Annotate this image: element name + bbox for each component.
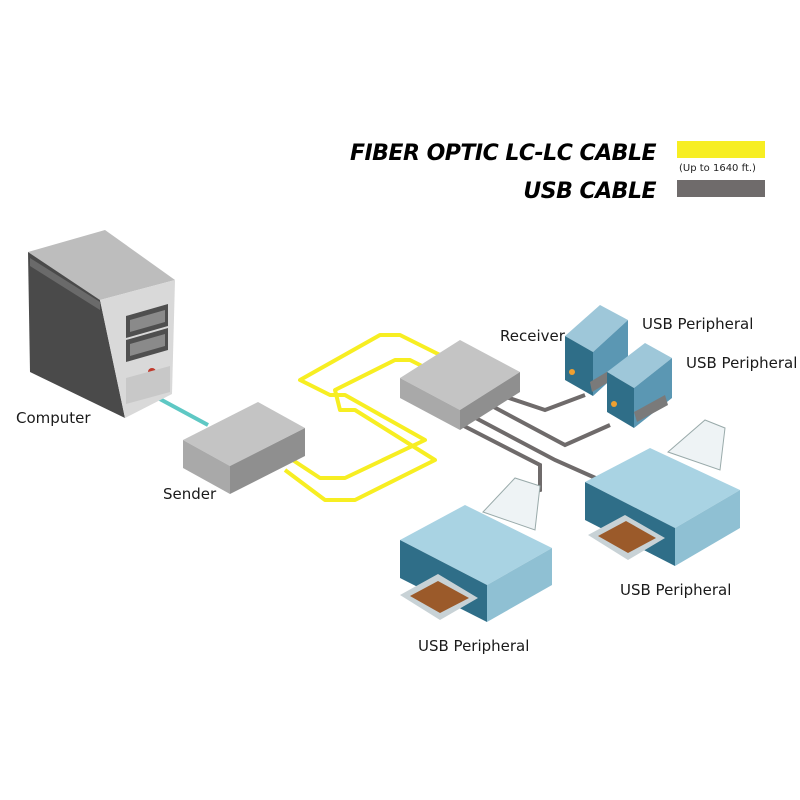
usb-cable-peripheral-2 [489,403,611,448]
computer-tower [28,230,175,418]
sender-label: Sender [163,485,217,503]
fiber-cable-b [283,358,441,502]
usb-peripheral-device-2 [607,343,672,428]
fiber-cables [283,333,441,502]
legend: FIBER OPTIC LC-LC CABLE (Up to 1640 ft.)… [350,141,765,204]
legend-fiber-swatch [677,141,765,158]
computer-label: Computer [16,409,91,427]
receiver-box [400,340,520,430]
usb-cable-peripheral-1 [499,393,586,413]
usb-cable-printer-right [469,413,601,482]
printer-left [400,477,552,622]
legend-fiber-note: (Up to 1640 ft.) [679,163,756,174]
usb-peripheral-label-4: USB Peripheral [418,637,529,655]
usb-peripheral-label-3: USB Peripheral [620,581,731,599]
legend-usb-label: USB CABLE [523,179,656,204]
usb-peripheral-label-2: USB Peripheral [686,354,797,372]
sender-box [183,402,305,494]
usb-peripheral-device-1 [565,305,628,396]
printer-right [585,419,740,566]
receiver-label: Receiver [500,327,566,345]
computer-link-cable [157,396,209,427]
legend-fiber-label: FIBER OPTIC LC-LC CABLE [350,141,657,166]
usb-peripheral-label-1: USB Peripheral [642,315,753,333]
legend-usb-swatch [677,180,765,197]
